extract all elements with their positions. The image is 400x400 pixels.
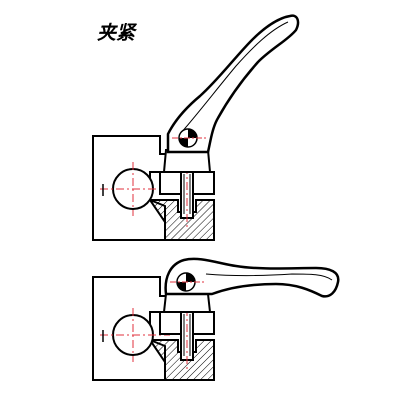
clamped-assembly [92, 14, 300, 241]
cam-base [162, 149, 212, 173]
hatched-section [148, 199, 215, 241]
clamp-label: 夹紧 [97, 22, 136, 44]
cam-base [162, 293, 212, 313]
lever-handle-raised [166, 14, 300, 154]
lever-handle-flat [164, 257, 340, 298]
released-assembly [92, 257, 340, 381]
